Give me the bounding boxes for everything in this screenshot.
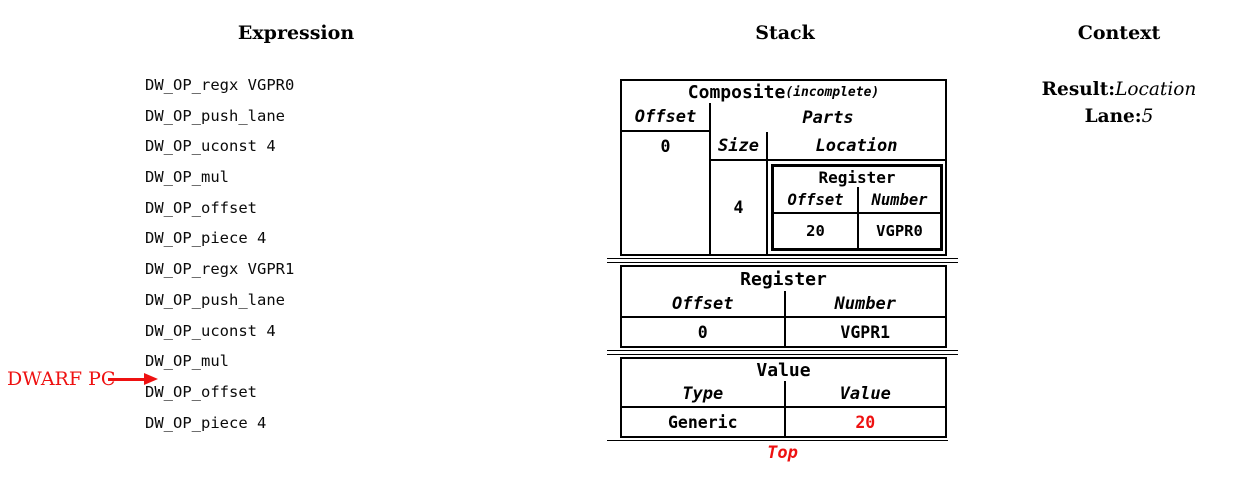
register-offset-header-cell: Offset bbox=[672, 293, 734, 314]
part-location-header-cell: Location bbox=[768, 132, 945, 161]
register-title: Register bbox=[740, 268, 827, 290]
nested-register-title: Register bbox=[818, 167, 896, 187]
expression-op: DW_OP_piece 4 bbox=[145, 229, 267, 248]
nested-register-number-header-cell: Number bbox=[857, 187, 940, 212]
composite-parts-column: Parts Size 4 Location Register bbox=[711, 103, 945, 254]
composite-title: Composite bbox=[687, 81, 786, 103]
expression-op: DW_OP_push_lane bbox=[145, 290, 285, 309]
expression-op-current: DW_OP_offset bbox=[145, 382, 257, 401]
part-location-cell: Register Offset Number 20 VGPR0 bbox=[768, 161, 945, 254]
composite-subtitle: (incomplete) bbox=[785, 84, 880, 100]
context-lane-line: Lane:5 bbox=[1009, 104, 1229, 131]
composite-parts-header-cell: Parts bbox=[802, 107, 854, 128]
register-offset-value-cell: 0 bbox=[697, 322, 708, 342]
expression-op: DW_OP_regx VGPR1 bbox=[145, 260, 295, 279]
expression-op: DW_OP_uconst 4 bbox=[145, 137, 276, 156]
nested-register-offset-value-cell: 20 bbox=[806, 222, 825, 240]
composite-offset-value-cell: 0 bbox=[660, 137, 671, 156]
register-value-row: 0 VGPR1 bbox=[622, 318, 945, 346]
expression-column-header: Expression bbox=[237, 22, 355, 44]
composite-offset-header-cell: Offset bbox=[622, 103, 709, 132]
stack-entry-separator bbox=[607, 258, 958, 263]
stack-column-header: Stack bbox=[755, 22, 815, 44]
stack-entry-separator bbox=[607, 350, 958, 355]
expression-op: DW_OP_piece 4 bbox=[145, 413, 267, 432]
context-column-header: Context bbox=[1077, 22, 1161, 44]
lane-label: Lane: bbox=[1084, 105, 1142, 127]
part-size-column: Size 4 bbox=[711, 132, 768, 254]
stack-top-marker: Top bbox=[767, 443, 798, 463]
value-header-row: Type Value bbox=[622, 381, 945, 408]
expression-op: DW_OP_mul bbox=[145, 352, 229, 371]
arrow-right-icon bbox=[144, 373, 158, 385]
expression-op: DW_OP_offset bbox=[145, 198, 257, 217]
value-type-value-cell: Generic bbox=[667, 412, 738, 432]
value-value-value-cell: 20 bbox=[783, 408, 946, 436]
nested-register-number-value-cell: VGPR0 bbox=[857, 214, 940, 248]
arrow-right-icon bbox=[108, 378, 146, 381]
expression-op: DW_OP_uconst 4 bbox=[145, 321, 276, 340]
register-header-row: Offset Number bbox=[622, 291, 945, 318]
register-number-header-cell: Number bbox=[783, 291, 946, 316]
stack-entry-value: Value Type Value Generic 20 bbox=[620, 357, 947, 438]
value-value-row: Generic 20 bbox=[622, 408, 945, 436]
composite-offset-column: Offset 0 bbox=[622, 103, 711, 254]
expression-op-list: DW_OP_regx VGPR0 DW_OP_push_lane DW_OP_u… bbox=[145, 70, 294, 438]
result-label: Result: bbox=[1041, 79, 1116, 100]
stack-bottom-rule bbox=[607, 440, 948, 441]
stack-entry-composite: Composite(incomplete) Offset 0 Parts Siz… bbox=[620, 79, 947, 256]
value-type-header-cell: Type bbox=[682, 383, 724, 404]
part-size-header-cell: Size bbox=[711, 132, 766, 161]
nested-register-table: Register Offset Number 20 VGPR0 bbox=[771, 164, 943, 251]
lane-value: 5 bbox=[1141, 105, 1154, 127]
value-title: Value bbox=[756, 359, 811, 381]
context-result-line: Result:Location bbox=[1009, 77, 1229, 104]
composite-body: Offset 0 Parts Size 4 Location bbox=[622, 103, 945, 254]
expression-op: DW_OP_regx VGPR0 bbox=[145, 76, 295, 94]
value-value-header-cell: Value bbox=[783, 381, 946, 406]
context-block: Result:Location Lane:5 bbox=[1009, 77, 1229, 130]
dwarf-pc-label: DWARF PC bbox=[7, 368, 116, 390]
register-number-value-cell: VGPR1 bbox=[783, 318, 946, 346]
expression-op: DW_OP_mul bbox=[145, 168, 229, 187]
nested-register-value-row: 20 VGPR0 bbox=[774, 214, 940, 248]
stack-entry-register: Register Offset Number 0 VGPR1 bbox=[620, 265, 947, 348]
composite-title-row: Composite(incomplete) bbox=[622, 81, 945, 103]
stack-entries: Composite(incomplete) Offset 0 Parts Siz… bbox=[607, 79, 958, 463]
part-location-column: Location Register Offset Number 2 bbox=[768, 132, 945, 254]
nested-register-offset-header-cell: Offset bbox=[787, 190, 844, 209]
result-value: Location bbox=[1115, 79, 1197, 100]
composite-parts-subtable: Size 4 Location Register Offset Numbe bbox=[711, 132, 945, 254]
expression-op: DW_OP_push_lane bbox=[145, 106, 285, 125]
part-size-value-cell: 4 bbox=[733, 198, 744, 217]
nested-register-header-row: Offset Number bbox=[774, 187, 940, 214]
